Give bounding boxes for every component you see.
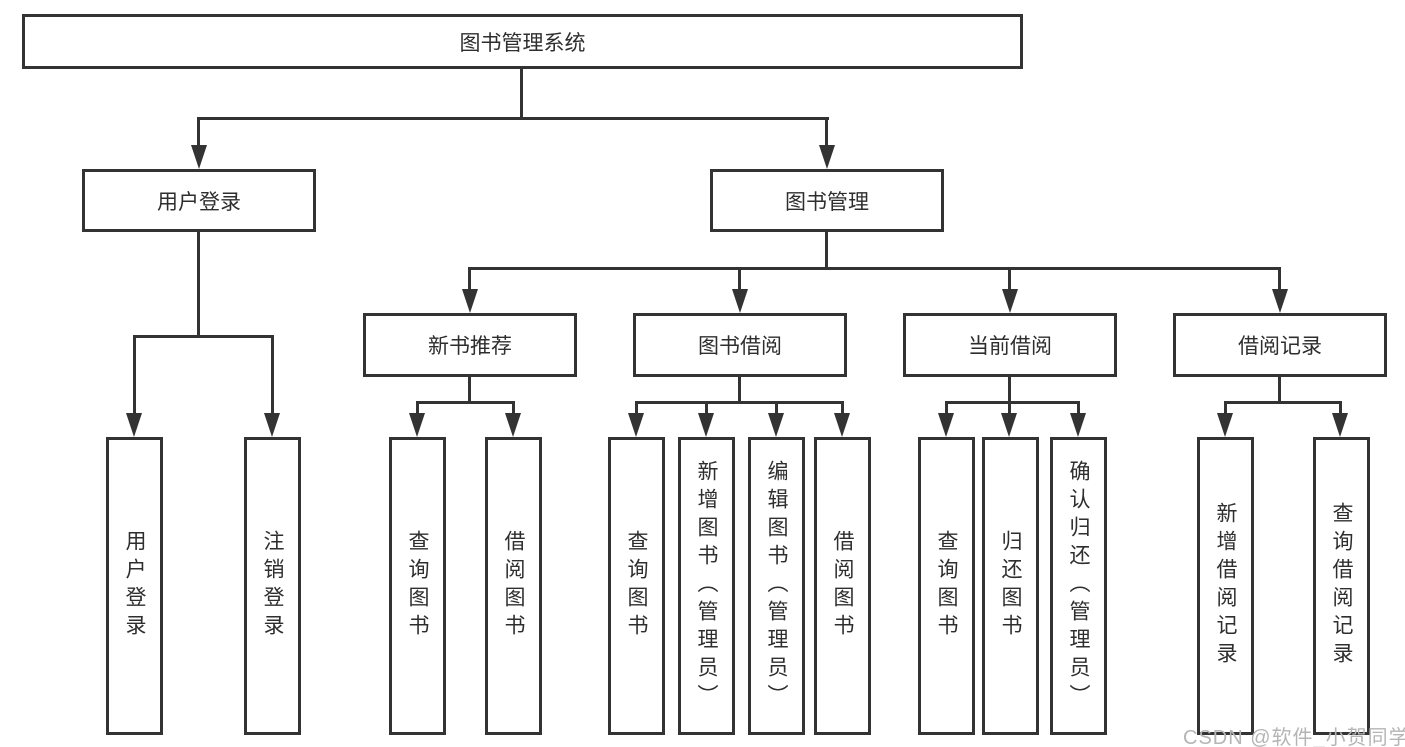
node-label: 新增借阅记录 xyxy=(1214,502,1237,670)
arrowhead-down-icon xyxy=(462,289,478,313)
node-label: 归还图书 xyxy=(999,530,1022,642)
connector-line xyxy=(133,335,274,338)
connector-line xyxy=(1077,401,1080,416)
connector-line xyxy=(738,377,741,404)
arrowhead-down-icon xyxy=(768,413,784,437)
node-label: 确认归还（管理员） xyxy=(1067,460,1090,712)
connector-line xyxy=(1008,377,1011,404)
connector-line xyxy=(705,401,708,416)
node-label: 编辑图书（管理员） xyxy=(765,460,788,712)
node-borrow-records: 借阅记录 xyxy=(1173,313,1387,377)
connector-line xyxy=(1278,267,1281,292)
connector-line xyxy=(520,68,523,120)
arrowhead-down-icon xyxy=(191,145,207,169)
arrowhead-down-icon xyxy=(505,413,521,437)
node-label: 查询借阅记录 xyxy=(1330,502,1353,670)
node-label: 查询图书 xyxy=(406,530,429,642)
leaf-logout-login: 注销登录 xyxy=(244,437,301,735)
node-new-book-recommend: 新书推荐 xyxy=(363,313,577,377)
connector-line xyxy=(1224,401,1342,404)
connector-line xyxy=(468,377,471,404)
watermark: CSDN @软件_小贺同学 xyxy=(1183,727,1405,747)
node-current-borrow: 当前借阅 xyxy=(903,313,1117,377)
arrowhead-down-icon xyxy=(938,413,954,437)
connector-line xyxy=(468,267,471,292)
leaf-add-borrow-record: 新增借阅记录 xyxy=(1197,437,1254,735)
node-label: 当前借阅 xyxy=(968,335,1052,358)
leaf-user-login: 用户登录 xyxy=(106,437,163,735)
leaf-add-books-admin: 新增图书（管理员） xyxy=(678,437,735,735)
node-label: 新书推荐 xyxy=(428,335,512,358)
connector-line xyxy=(775,401,778,416)
node-label: 查询图书 xyxy=(935,530,958,642)
arrowhead-down-icon xyxy=(1002,289,1018,313)
leaf-borrow-books-2: 借阅图书 xyxy=(814,437,871,735)
arrowhead-down-icon xyxy=(628,413,644,437)
leaf-query-borrow-record: 查询借阅记录 xyxy=(1313,437,1370,735)
node-label: 借阅图书 xyxy=(831,530,854,642)
arrowhead-down-icon xyxy=(1070,413,1086,437)
connector-line xyxy=(197,117,200,148)
connector-line xyxy=(1278,377,1281,404)
node-label: 用户登录 xyxy=(157,190,241,214)
leaf-query-books-2: 查询图书 xyxy=(608,437,665,735)
connector-line xyxy=(197,232,200,338)
connector-line xyxy=(738,267,741,292)
arrowhead-down-icon xyxy=(1332,413,1348,437)
leaf-edit-books-admin: 编辑图书（管理员） xyxy=(748,437,805,735)
node-label: 图书管理 xyxy=(785,190,869,214)
node-label: 用户登录 xyxy=(123,530,146,642)
node-label: 图书管理系统 xyxy=(459,31,586,55)
connector-line xyxy=(1008,267,1011,292)
leaf-borrow-books: 借阅图书 xyxy=(485,437,542,735)
arrowhead-down-icon xyxy=(834,413,850,437)
arrowhead-down-icon xyxy=(819,145,835,169)
connector-line xyxy=(416,401,515,404)
connector-line xyxy=(271,335,274,416)
connector-line xyxy=(512,401,515,416)
connector-line xyxy=(635,401,638,416)
node-library-management-system: 图书管理系统 xyxy=(22,14,1023,69)
connector-line xyxy=(945,401,1080,404)
arrowhead-down-icon xyxy=(732,289,748,313)
arrowhead-down-icon xyxy=(126,413,142,437)
connector-line xyxy=(469,267,1281,270)
node-label: 注销登录 xyxy=(261,530,284,642)
node-label: 新增图书（管理员） xyxy=(695,460,718,712)
arrowhead-down-icon xyxy=(1272,289,1288,313)
arrowhead-down-icon xyxy=(1217,413,1233,437)
connector-line xyxy=(841,401,844,416)
connector-line xyxy=(825,117,828,148)
connector-line xyxy=(133,335,136,416)
arrowhead-down-icon xyxy=(1001,413,1017,437)
node-user-login: 用户登录 xyxy=(82,169,316,232)
connector-line xyxy=(1224,401,1227,416)
connector-line xyxy=(945,401,948,416)
connector-line xyxy=(1008,401,1011,416)
node-label: 借阅图书 xyxy=(502,530,525,642)
leaf-return-books: 归还图书 xyxy=(982,437,1039,735)
connector-line xyxy=(198,117,829,120)
leaf-query-books-3: 查询图书 xyxy=(918,437,975,735)
node-label: 借阅记录 xyxy=(1238,335,1322,358)
connector-line xyxy=(1339,401,1342,416)
connector-line xyxy=(416,401,419,416)
node-label: 查询图书 xyxy=(625,530,648,642)
arrowhead-down-icon xyxy=(264,413,280,437)
arrowhead-down-icon xyxy=(409,413,425,437)
leaf-query-books: 查询图书 xyxy=(389,437,446,735)
arrowhead-down-icon xyxy=(698,413,714,437)
connector-line xyxy=(825,232,828,270)
node-label: 图书借阅 xyxy=(698,335,782,358)
node-book-borrow: 图书借阅 xyxy=(633,313,847,377)
connector-line xyxy=(635,401,844,404)
leaf-confirm-return-admin: 确认归还（管理员） xyxy=(1050,437,1107,735)
node-book-management: 图书管理 xyxy=(710,169,944,232)
